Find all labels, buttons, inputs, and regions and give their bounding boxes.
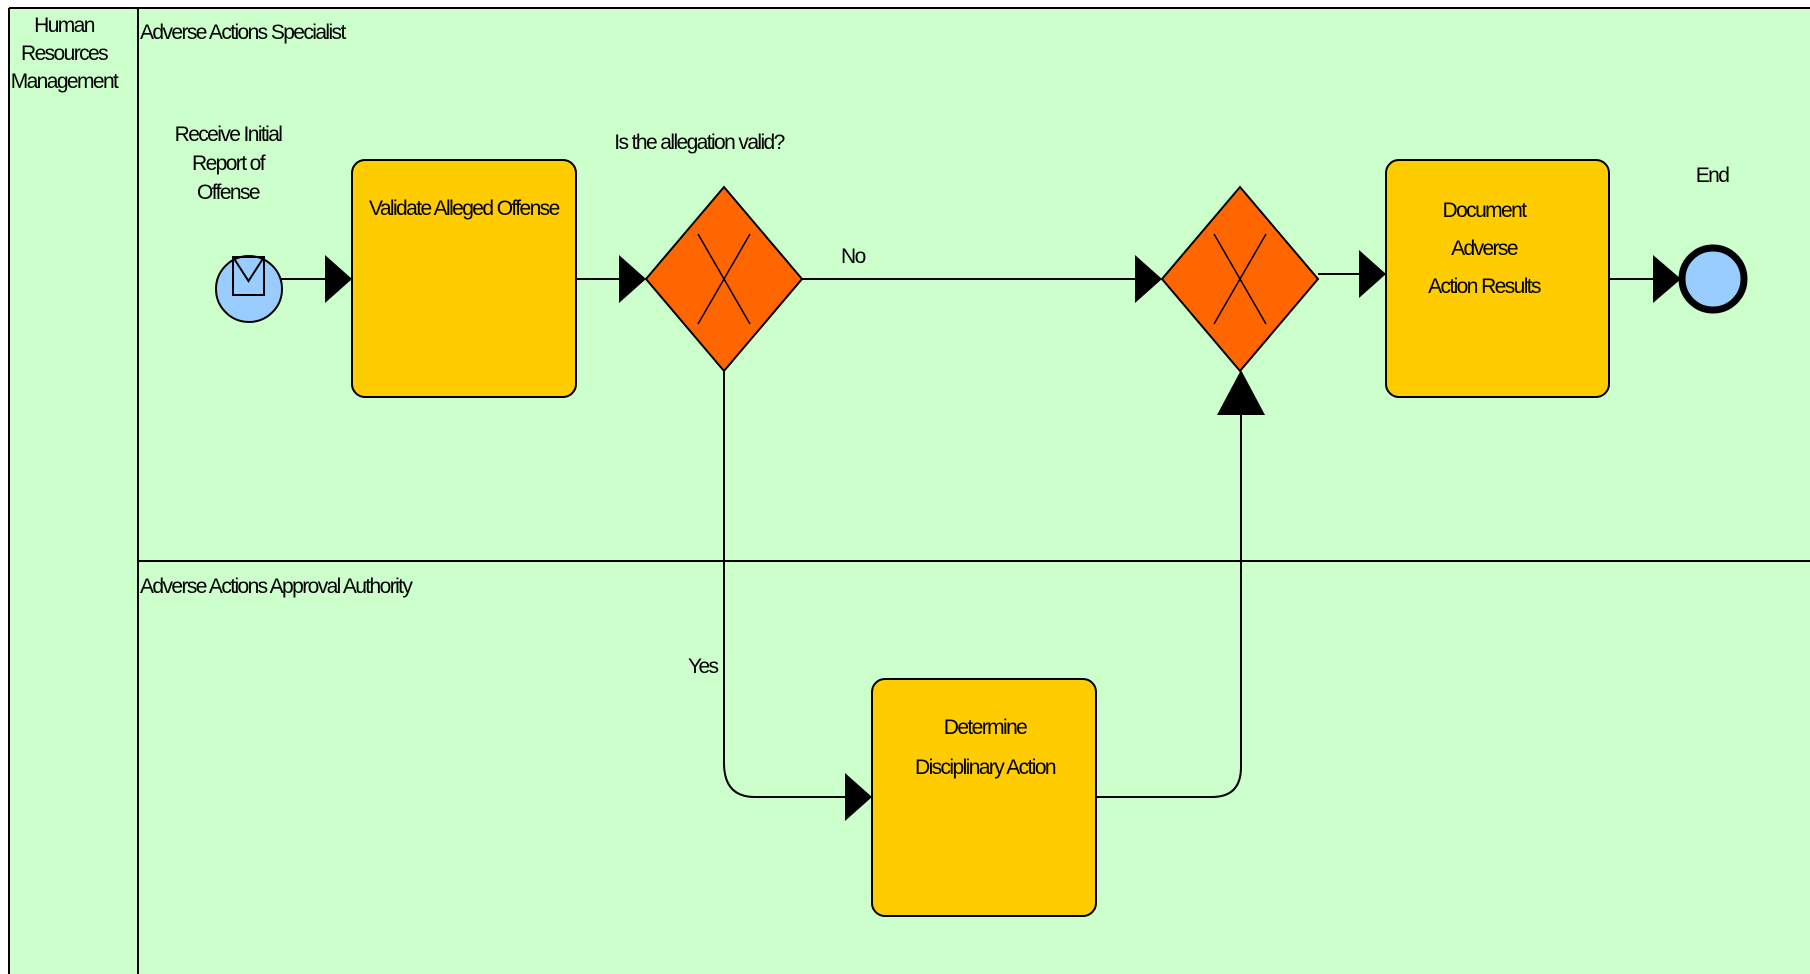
task-validate-label: Validate Alleged Offense [369,197,560,220]
gateway-decision[interactable] [644,185,804,373]
arrowhead-determine [845,773,872,821]
end-event-label: End [1695,164,1730,187]
gateway-decision-label: Is the allegation valid? [614,131,785,154]
arrowheads [325,250,1681,821]
lane-label-specialist: Adverse Actions Specialist [140,21,346,44]
start-event[interactable] [215,255,283,323]
arrowhead-end [1653,255,1681,303]
task-determine-disciplinary-action[interactable] [871,678,1097,917]
start-event-label: Receive Initial Report of Offense [174,123,283,204]
task-validate-alleged-offense[interactable] [351,159,577,398]
arrowhead-merge-up [1217,370,1265,415]
pool-label: Human Resources Management [10,14,119,93]
flow-determine-to-merge [1097,414,1242,798]
task-document-label: Document Adverse Action Results [1428,199,1541,298]
arrowhead-decision [619,255,646,303]
task-document-adverse-action-results[interactable] [1385,159,1610,398]
end-event[interactable] [1678,244,1748,314]
arrowhead-validate [325,255,352,303]
exclusive-x-icon [697,233,751,325]
arrowhead-merge [1135,255,1162,303]
envelope-icon [232,256,265,296]
task-determine-label: Determine Disciplinary Action [915,716,1057,779]
flow-decision-yes-to-determine [723,371,871,798]
sequence-flows [280,273,1681,798]
arrowhead-document [1359,250,1386,298]
flow-yes-label: Yes [688,655,719,678]
start-event-circle [215,255,283,323]
flow-no-label: No [841,245,866,268]
lane-label-approval-authority: Adverse Actions Approval Authority [140,575,413,598]
gateway-merge[interactable] [1160,185,1320,373]
exclusive-x-icon [1213,233,1267,325]
